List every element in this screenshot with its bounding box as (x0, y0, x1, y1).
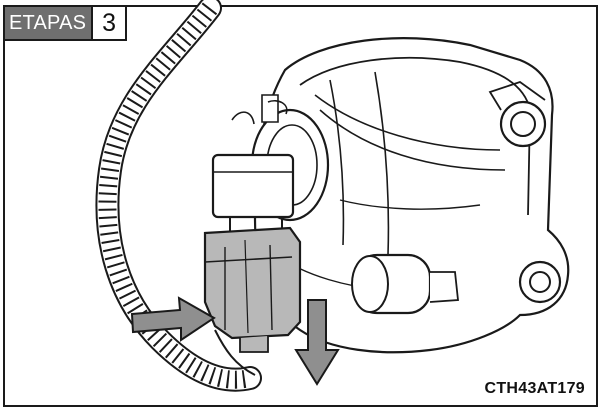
electrical-connector (203, 226, 302, 353)
step-badge: ETAPAS 3 (3, 5, 128, 41)
push-arrow-icon (130, 296, 216, 342)
bulb-base (211, 153, 295, 233)
wire-harness (95, 0, 262, 392)
step-number: 3 (91, 7, 126, 39)
figure-code: CTH43AT179 (484, 380, 585, 397)
step-label: ETAPAS (5, 7, 92, 39)
fog-lamp-housing (253, 37, 570, 354)
pull-arrow-icon (294, 299, 340, 386)
